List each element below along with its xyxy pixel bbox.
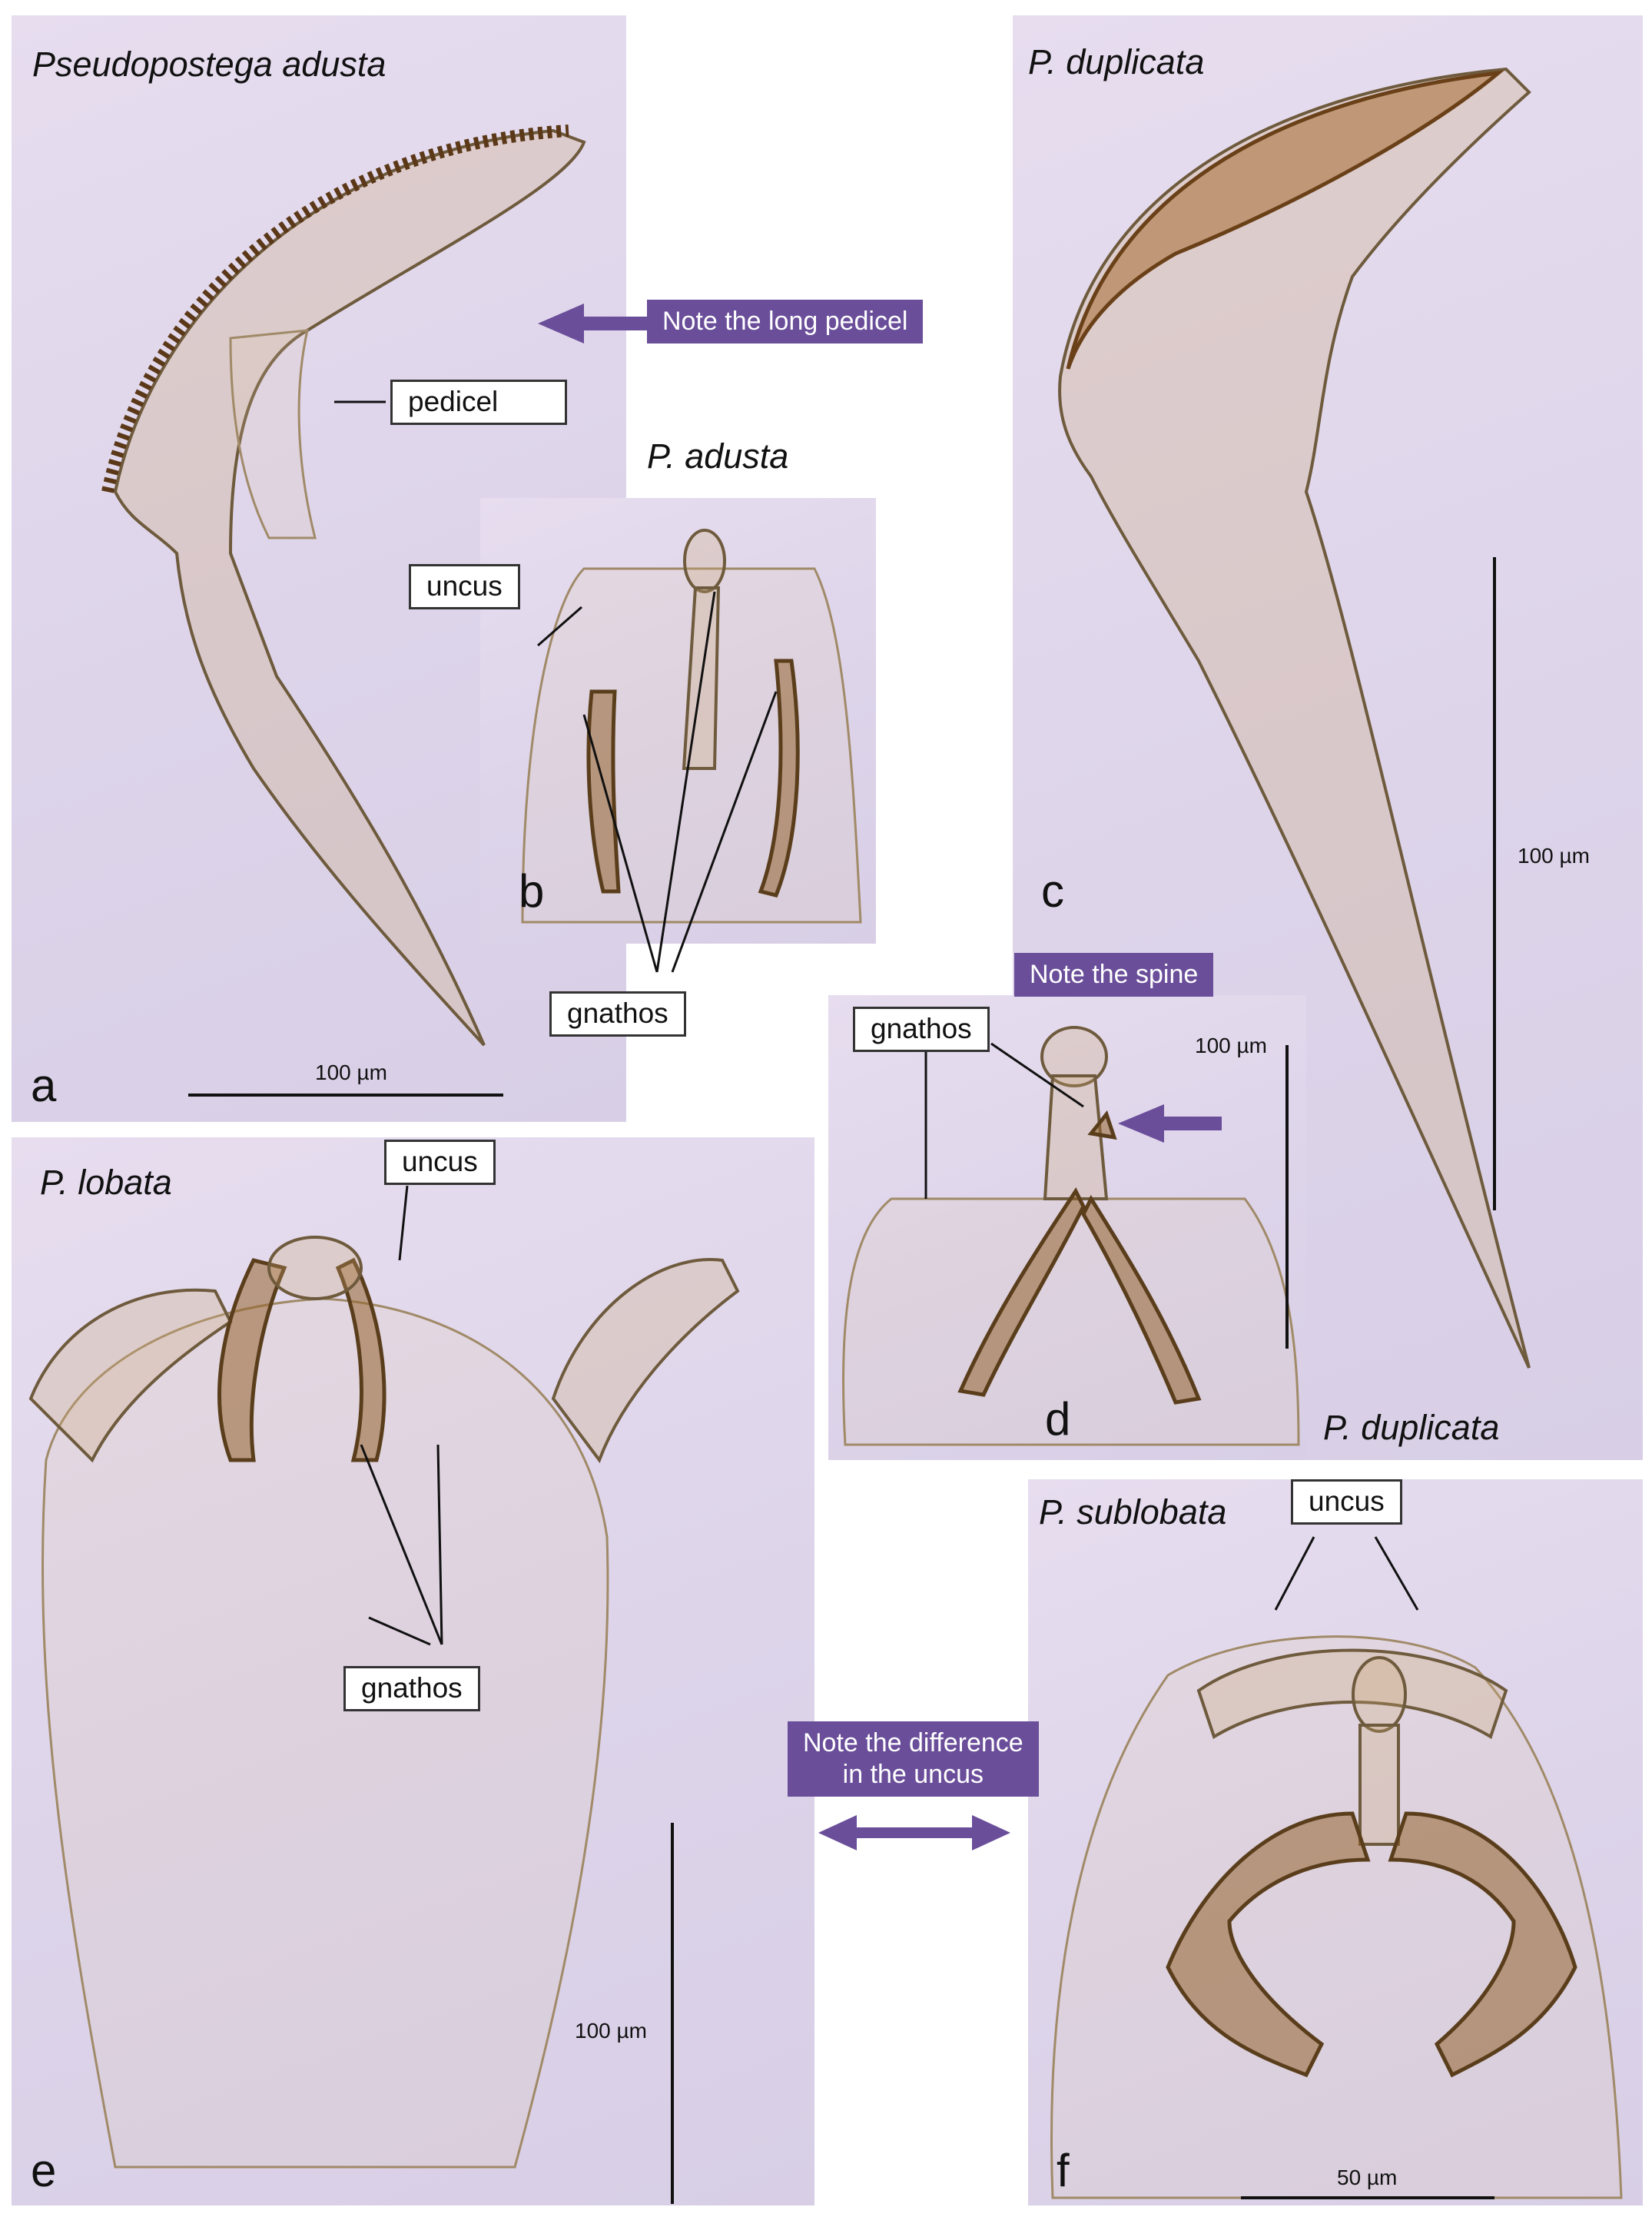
panel-f-letter: f [1057, 2145, 1070, 2196]
label-gnathos-d: gnathos [853, 1007, 990, 1052]
panel-a-letter: a [31, 1060, 57, 1111]
genitalia-adusta-illustration [521, 529, 862, 924]
scale-label-c: 100 µm [1518, 844, 1590, 868]
panel-c-title: P. duplicata [1028, 42, 1205, 81]
panel-d-letter: d [1045, 1393, 1071, 1445]
valva-duplicata-illustration [1058, 67, 1531, 1369]
panel-b-letter: b [519, 865, 545, 917]
scale-label-d: 100 µm [1195, 1034, 1267, 1057]
double-arrow-difference [818, 1815, 1010, 1850]
genitalia-lobata-illustration [28, 1236, 740, 2169]
panel-e-letter: e [31, 2145, 57, 2196]
panel-e-title: P. lobata [40, 1163, 172, 1202]
arrow-long-pedicel [538, 304, 648, 344]
label-pedicel: pedicel [390, 380, 567, 425]
scale-label-e: 100 µm [575, 2019, 647, 2043]
valva-adusta-illustration [101, 124, 586, 1047]
scale-label-f: 50 µm [1337, 2166, 1398, 2189]
note-difference: Note the difference in the uncus [788, 1721, 1039, 1797]
scale-label-a: 100 µm [315, 1060, 387, 1084]
leader-lines [334, 400, 1419, 1646]
label-gnathos-e: gnathos [343, 1666, 480, 1711]
note-difference-line1: Note the difference [803, 1728, 1023, 1757]
label-gnathos-b: gnathos [549, 991, 686, 1037]
panel-a-title: Pseudopostega adusta [32, 45, 386, 84]
note-spine: Note the spine [1014, 953, 1214, 997]
note-difference-line2: in the uncus [842, 1759, 984, 1789]
label-uncus-e: uncus [384, 1140, 496, 1185]
panel-b-title: P. adusta [647, 436, 789, 476]
panel-c-letter: c [1041, 865, 1064, 917]
genitalia-sublobata-illustration [1050, 1635, 1623, 2199]
scale-bars [188, 557, 1496, 2204]
panel-b [480, 498, 876, 944]
panel-f-title: P. sublobata [1039, 1492, 1227, 1532]
genitalia-duplicata-illustration [842, 1026, 1300, 1446]
note-long-pedicel: Note the long pedicel [647, 300, 924, 344]
panel-d-title: P. duplicata [1323, 1408, 1500, 1447]
label-uncus-b: uncus [409, 564, 520, 609]
arrow-spine [1118, 1104, 1222, 1143]
label-uncus-f: uncus [1291, 1479, 1402, 1525]
